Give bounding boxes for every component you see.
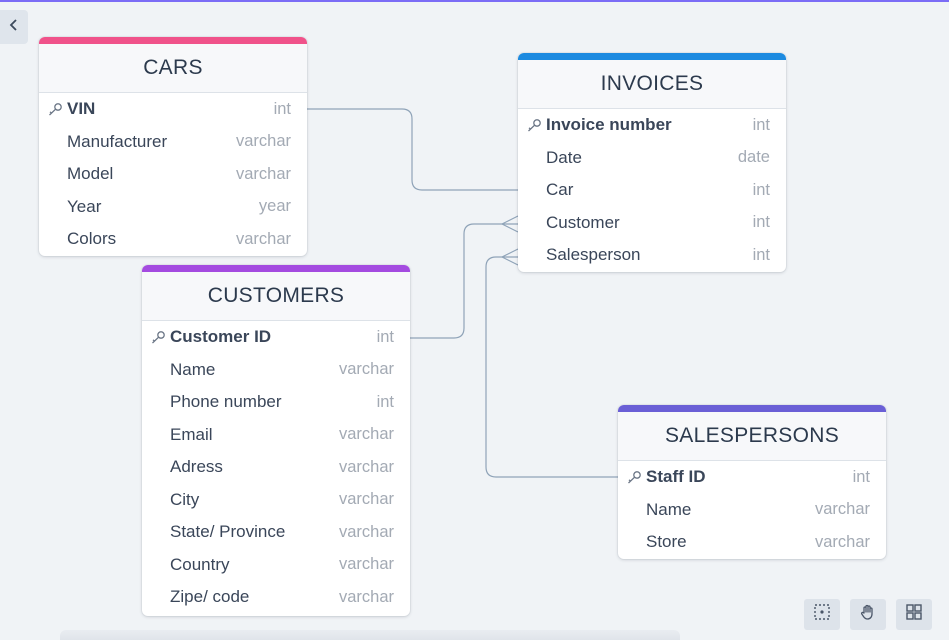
column-type: int [752,213,770,232]
column-name: Name [170,359,216,379]
column-row[interactable]: Customer int [518,207,786,240]
column-name: Manufacturer [67,131,168,151]
key-icon [47,102,63,116]
column-type: varchar [235,132,291,151]
column-name: Invoice number [546,115,672,135]
back-button[interactable] [0,10,28,44]
column-type: int [752,180,770,199]
column-type: int [852,467,870,486]
column-name: Date [546,147,582,167]
relationship-cars-invoices [307,108,518,191]
bottom-panel-edge [60,630,680,640]
grid-layout-button[interactable] [896,599,932,630]
hand-pan-icon [859,603,877,626]
column-type: varchar [814,532,870,551]
column-name: City [170,489,200,509]
primary-key-row[interactable]: Staff ID int [618,461,886,494]
column-name: Colors [67,229,117,249]
crowfoot-customer [501,215,519,233]
column-type: year [258,197,291,216]
column-name: Name [646,499,692,519]
column-row[interactable]: Email varchar [142,419,410,452]
column-row[interactable]: Salesperson int [518,239,786,272]
column-name: Adress [170,457,223,477]
key-icon [626,470,642,484]
column-name: Car [546,180,574,200]
fit-view-icon [813,603,831,626]
table-header-bar [518,53,786,60]
column-row[interactable]: Model varchar [39,158,307,191]
grid-layout-icon [905,603,923,626]
column-row[interactable]: Colors varchar [39,223,307,256]
column-type: varchar [338,457,394,476]
column-name: Customer ID [170,327,272,347]
column-type: int [752,115,770,134]
table-title: INVOICES [518,60,786,109]
key-icon [150,330,166,344]
column-row[interactable]: Phone number int [142,386,410,419]
column-type: varchar [235,229,291,248]
relationship-customers-invoices [410,223,518,339]
column-type: int [752,245,770,264]
column-name: Store [646,532,687,552]
column-name: Phone number [170,392,282,412]
column-row[interactable]: Name varchar [618,494,886,527]
table-title: CUSTOMERS [142,272,410,321]
column-row[interactable]: Store varchar [618,526,886,559]
chevron-left-icon [9,18,19,36]
table-title: SALESPERSONS [618,412,886,461]
column-row[interactable]: Manufacturer varchar [39,126,307,159]
canvas-toolbar [804,599,932,630]
top-accent-line [0,0,949,2]
column-row[interactable]: Year year [39,191,307,224]
column-name: Customer [546,212,620,232]
column-row[interactable]: Name varchar [142,354,410,387]
table-header-bar [39,37,307,44]
column-type: varchar [338,425,394,444]
column-name: Model [67,164,114,184]
primary-key-row[interactable]: Customer ID int [142,321,410,354]
column-type: int [376,392,394,411]
crowfoot-salesperson [501,248,519,266]
column-row[interactable]: State/ Province varchar [142,516,410,549]
column-name: Staff ID [646,467,706,487]
relationship-salespersons-invoices [485,256,618,478]
column-type: varchar [814,500,870,519]
column-type: varchar [338,587,394,606]
table-title: CARS [39,44,307,93]
column-name: Salesperson [546,245,641,265]
column-type: int [376,327,394,346]
column-name: VIN [67,99,96,119]
column-type: int [273,99,291,118]
column-type: varchar [338,490,394,509]
table-header-bar [618,405,886,412]
column-row[interactable]: Zipe/ code varchar [142,581,410,614]
column-type: varchar [338,555,394,574]
column-type: varchar [338,360,394,379]
column-type: varchar [235,164,291,183]
column-name: State/ Province [170,522,286,542]
column-name: Year [67,196,102,216]
column-row[interactable]: City varchar [142,484,410,517]
column-name: Email [170,424,213,444]
column-type: varchar [338,522,394,541]
column-row[interactable]: Adress varchar [142,451,410,484]
column-type: date [737,148,770,167]
column-name: Country [170,554,230,574]
table-header-bar [142,265,410,272]
key-icon [526,118,542,132]
column-row[interactable]: Date date [518,142,786,175]
fit-view-button[interactable] [804,599,840,630]
pan-button[interactable] [850,599,886,630]
column-row[interactable]: Car int [518,174,786,207]
column-row[interactable]: Country varchar [142,549,410,582]
primary-key-row[interactable]: Invoice number int [518,109,786,142]
column-name: Zipe/ code [170,587,250,607]
primary-key-row[interactable]: VIN int [39,93,307,126]
